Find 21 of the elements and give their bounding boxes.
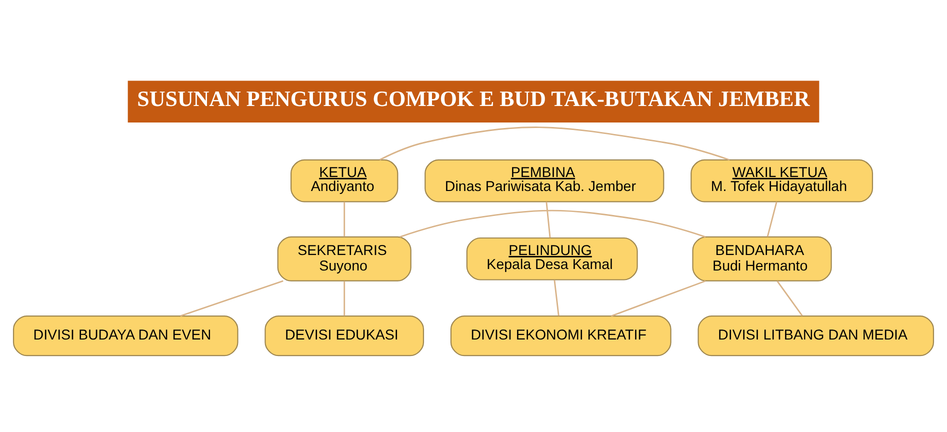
node-box: DIVISI BUDAYA DAN EVEN [12,315,238,356]
connector [776,280,803,316]
connector [344,281,346,316]
node-box: BENDAHARA Budi Hermanto [692,236,832,282]
node-box: PEMBINA Dinas Pariwisata Kab. Jember [424,159,664,202]
connector [610,280,706,317]
connector [766,202,778,237]
diagram-title: SUSUNAN PENGURUS COMPOK E BUD TAK-BUTAKAN JEMBER [137,86,810,112]
connector [180,280,284,317]
connector [546,202,551,238]
node-box: KETUA Andiyanto [290,159,398,202]
node-box: SEKRETARIS Suyono [277,236,412,282]
connector [554,280,560,316]
connector [344,202,346,237]
node-box: DEVISI EDUKASI [264,315,424,356]
node-box: WAKIL KETUA M. Tofek Hidayatullah [690,159,874,202]
node-box: DIVISI EKONOMI KREATIF [450,315,672,356]
node-box: DIVISI LITBANG DAN MEDIA [698,315,934,356]
connector [400,210,706,238]
node-box: PELINDUNG Kepala Desa Kamal [466,237,638,280]
connector [379,126,730,161]
